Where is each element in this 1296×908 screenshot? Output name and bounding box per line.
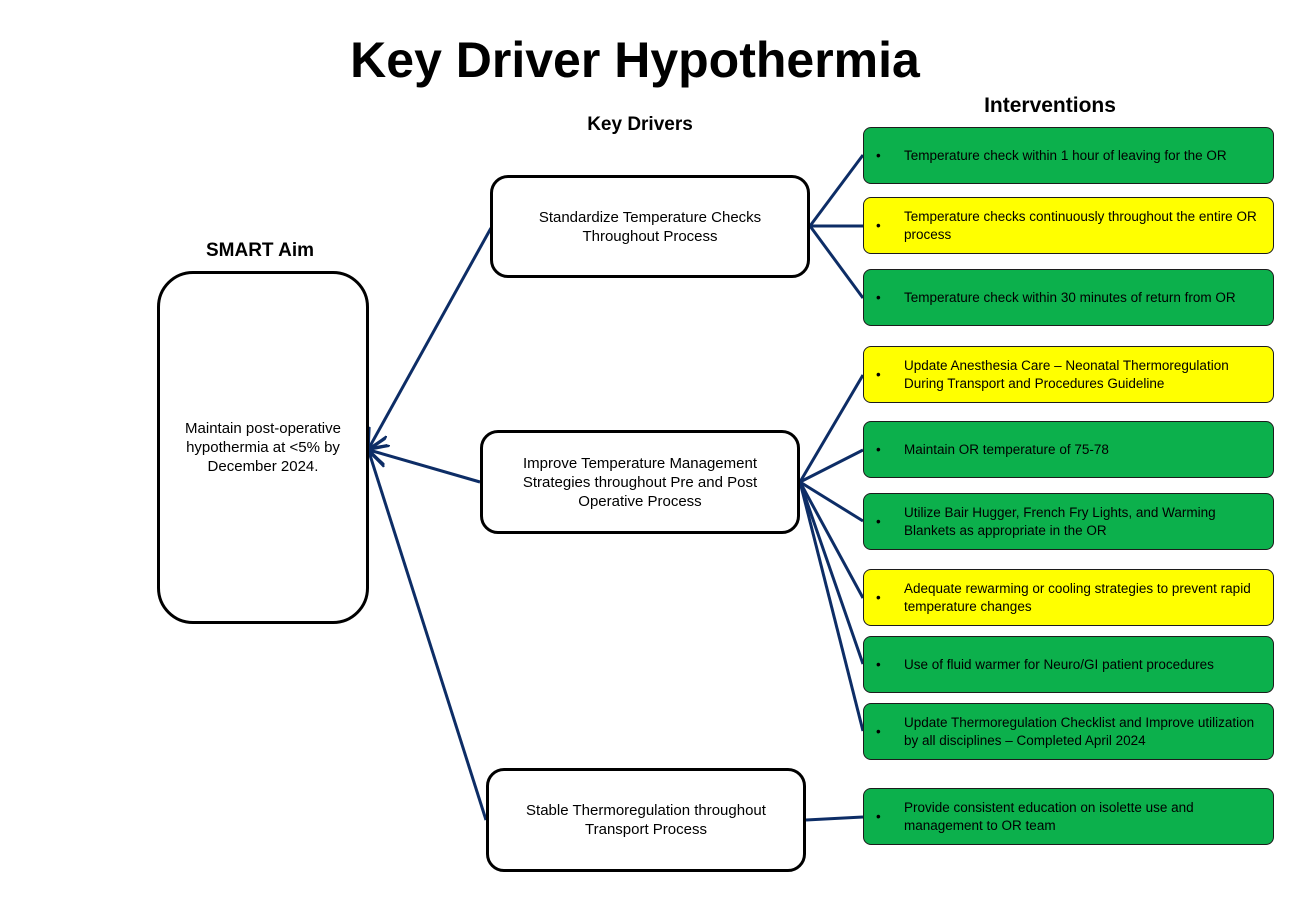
- intervention-text: Temperature checks continuously througho…: [904, 208, 1257, 242]
- key-driver-box: Improve Temperature Management Strategie…: [480, 430, 800, 534]
- arrow-driver-2-to-aim: [369, 452, 488, 821]
- bullet-icon: •: [876, 147, 881, 163]
- intervention-text: Update Thermoregulation Checklist and Im…: [904, 714, 1255, 748]
- smart-aim-heading: SMART Aim: [205, 240, 315, 261]
- link-driver-1-intv-4: [799, 448, 864, 484]
- link-driver-1-intv-8: [798, 481, 865, 732]
- bullet-icon: •: [876, 589, 881, 605]
- link-driver-0-intv-2: [808, 225, 865, 299]
- key-driver-box: Standardize Temperature Checks Throughou…: [490, 175, 810, 278]
- intervention-box: • Adequate rewarming or cooling strategi…: [863, 569, 1274, 626]
- intervention-text: Temperature check within 1 hour of leavi…: [904, 147, 1227, 163]
- interventions-heading: Interventions: [984, 94, 1116, 117]
- page-title: Key Driver Hypothermia: [350, 32, 920, 88]
- key-driver-label: Improve Temperature Management Strategie…: [522, 454, 758, 510]
- key-driver-box: Stable Thermoregulation throughout Trans…: [486, 768, 806, 872]
- link-driver-1-intv-6: [798, 481, 865, 599]
- intervention-box: • Temperature check within 30 minutes of…: [863, 269, 1274, 326]
- intervention-box: • Maintain OR temperature of 75-78: [863, 421, 1274, 478]
- intervention-text: Provide consistent education on isolette…: [904, 799, 1194, 833]
- intervention-text: Use of fluid warmer for Neuro/GI patient…: [904, 656, 1214, 672]
- intervention-text: Update Anesthesia Care – Neonatal Thermo…: [904, 357, 1229, 391]
- bullet-icon: •: [876, 289, 881, 305]
- intervention-box: • Use of fluid warmer for Neuro/GI patie…: [863, 636, 1274, 693]
- intervention-text: Utilize Bair Hugger, French Fry Lights, …: [904, 504, 1216, 538]
- bullet-icon: •: [876, 217, 881, 233]
- intervention-box: • Temperature check within 1 hour of lea…: [863, 127, 1274, 184]
- bullet-icon: •: [876, 723, 881, 739]
- intervention-box: • Provide consistent education on isolet…: [863, 788, 1274, 845]
- intervention-box: • Temperature checks continuously throug…: [863, 197, 1274, 254]
- arrow-driver-0-to-aim: [369, 227, 493, 448]
- bullet-icon: •: [876, 513, 881, 529]
- intervention-box: • Utilize Bair Hugger, French Fry Lights…: [863, 493, 1274, 550]
- key-driver-label: Standardize Temperature Checks Throughou…: [538, 208, 762, 245]
- link-driver-1-intv-7: [798, 481, 865, 665]
- link-driver-0-intv-0: [808, 154, 865, 227]
- intervention-text: Maintain OR temperature of 75-78: [904, 441, 1109, 457]
- smart-aim-text: Maintain post-operative hypothermia at <…: [185, 420, 341, 475]
- link-driver-1-intv-3: [798, 374, 865, 483]
- bullet-icon: •: [876, 441, 881, 457]
- bullet-icon: •: [876, 808, 881, 824]
- bullet-icon: •: [876, 366, 881, 382]
- link-driver-1-intv-5: [799, 480, 864, 523]
- intervention-text: Adequate rewarming or cooling strategies…: [904, 580, 1251, 614]
- intervention-box: • Update Anesthesia Care – Neonatal Ther…: [863, 346, 1274, 403]
- link-driver-2-intv-9: [805, 815, 864, 822]
- arrow-driver-1-to-aim: [369, 450, 481, 484]
- intervention-box: • Update Thermoregulation Checklist and …: [863, 703, 1274, 760]
- intervention-text: Temperature check within 30 minutes of r…: [904, 289, 1236, 305]
- key-driver-label: Stable Thermoregulation throughout Trans…: [526, 802, 766, 838]
- key-drivers-heading: Key Drivers: [587, 114, 693, 135]
- smart-aim-box: Maintain post-operative hypothermia at <…: [157, 271, 369, 624]
- bullet-icon: •: [876, 656, 881, 672]
